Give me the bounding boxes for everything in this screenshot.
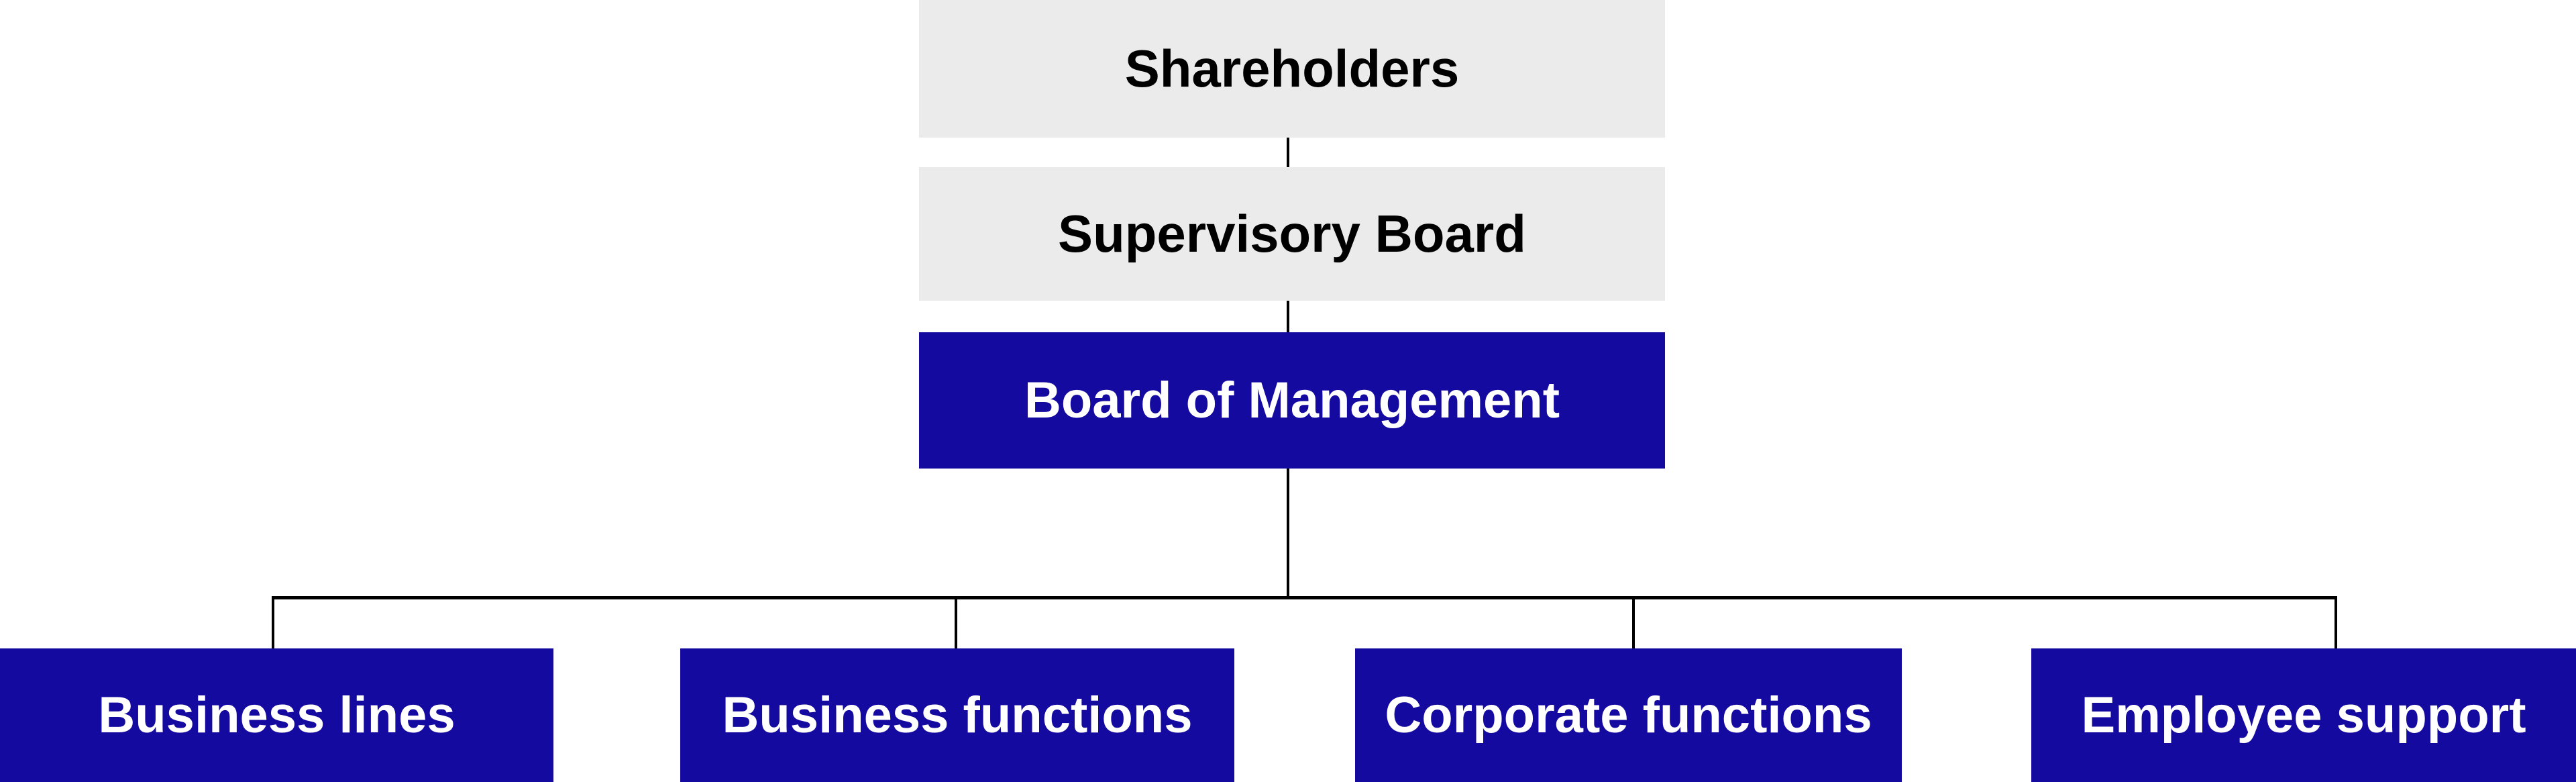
connector-supervisory-board <box>1287 301 1289 332</box>
connector-board-rail <box>1287 469 1289 597</box>
connector-drop-business-functions <box>955 596 957 648</box>
node-employee-support: Employee support <box>2031 648 2576 782</box>
node-employee-support-label: Employee support <box>2081 687 2526 744</box>
node-business-lines: Business lines <box>0 648 553 782</box>
node-supervisory-board-label: Supervisory Board <box>1058 204 1526 263</box>
connector-drop-employee-support <box>2334 596 2337 648</box>
connector-horizontal-rail <box>272 596 2337 599</box>
node-board-of-management-label: Board of Management <box>1024 372 1560 429</box>
node-supervisory-board: Supervisory Board <box>919 167 1665 301</box>
node-business-functions: Business functions <box>680 648 1234 782</box>
connector-drop-business-lines <box>272 596 274 648</box>
connector-drop-corporate-functions <box>1632 596 1635 648</box>
node-shareholders-label: Shareholders <box>1124 39 1460 98</box>
node-corporate-functions-label: Corporate functions <box>1385 687 1872 744</box>
connector-shareholders-supervisory <box>1287 138 1289 167</box>
node-corporate-functions: Corporate functions <box>1355 648 1902 782</box>
node-business-functions-label: Business functions <box>722 687 1193 744</box>
node-shareholders: Shareholders <box>919 0 1665 138</box>
node-business-lines-label: Business lines <box>98 687 455 744</box>
node-board-of-management: Board of Management <box>919 332 1665 469</box>
